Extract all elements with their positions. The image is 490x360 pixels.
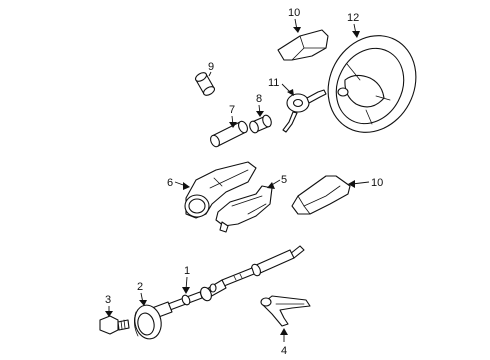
callout-7: 7 (229, 104, 237, 128)
upper-shroud-cover (277, 29, 329, 61)
boot-seal (134, 304, 162, 340)
callout-10-top: 10 (288, 7, 301, 33)
callout-3: 3 (105, 294, 113, 317)
callout-number-12: 12 (347, 12, 359, 24)
steering-wheel (327, 35, 417, 133)
callout-4: 4 (280, 328, 288, 357)
callout-number-2: 2 (137, 281, 143, 293)
callout-9: 9 (208, 61, 214, 77)
callout-8: 8 (256, 93, 264, 117)
callout-number-10: 10 (371, 177, 383, 189)
callout-number-3: 3 (105, 294, 111, 306)
callout-2: 2 (137, 281, 147, 306)
callout-number-10: 10 (288, 7, 300, 19)
bushing (249, 114, 272, 134)
callout-number-1: 1 (184, 265, 190, 277)
callout-6: 6 (167, 177, 190, 190)
clockspring-bracket (282, 89, 327, 133)
callout-number-6: 6 (167, 177, 173, 189)
callout-number-11: 11 (268, 77, 279, 89)
lever (260, 295, 311, 327)
callout-number-8: 8 (256, 93, 262, 105)
upper-column-shroud (184, 161, 257, 219)
lock-cylinder (194, 72, 216, 96)
callout-number-5: 5 (281, 174, 287, 186)
callout-5: 5 (267, 174, 287, 189)
callout-1: 1 (182, 265, 190, 294)
callout-12: 12 (347, 12, 360, 38)
tube (210, 120, 248, 148)
callout-number-7: 7 (229, 104, 235, 116)
callout-number-9: 9 (208, 61, 214, 73)
callout-11: 11 (268, 77, 294, 96)
bolt (99, 315, 130, 335)
callout-10-right: 10 (348, 177, 383, 189)
steering-shaft (151, 245, 305, 319)
lower-column-shroud (215, 185, 273, 233)
callout-number-4: 4 (281, 345, 287, 357)
lower-shroud-cover (291, 175, 351, 215)
